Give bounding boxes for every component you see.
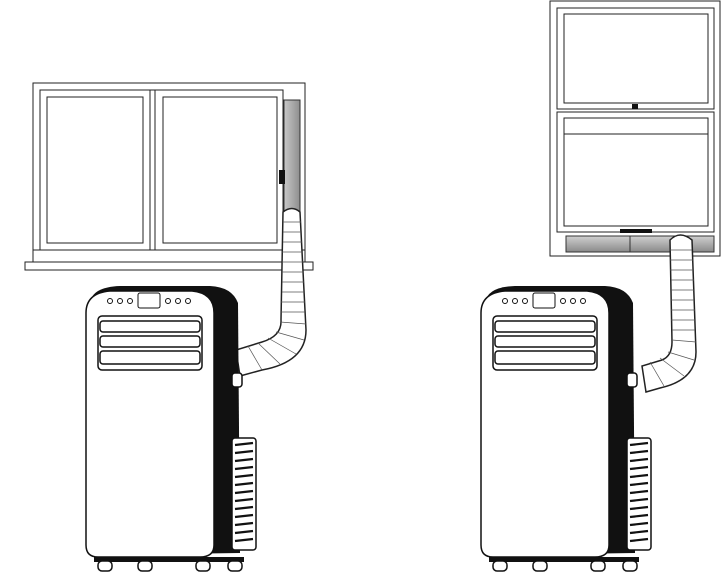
portable-air-conditioner [86,286,256,571]
hung-window [549,0,721,257]
portable-air-conditioner [481,286,651,571]
sash-lock [632,104,638,109]
kit-exhaust-connector [279,170,285,184]
hose-ribs [247,221,307,371]
sliding-window-installation [24,82,314,571]
hose-ribs [649,249,697,387]
window-sill [24,261,314,271]
sliding-window [32,82,306,263]
sash-handle [620,229,652,233]
hung-window-installation [481,0,721,571]
window-kit-panel [283,99,301,213]
exhaust-hose [235,207,307,377]
exhaust-hose [641,234,697,393]
